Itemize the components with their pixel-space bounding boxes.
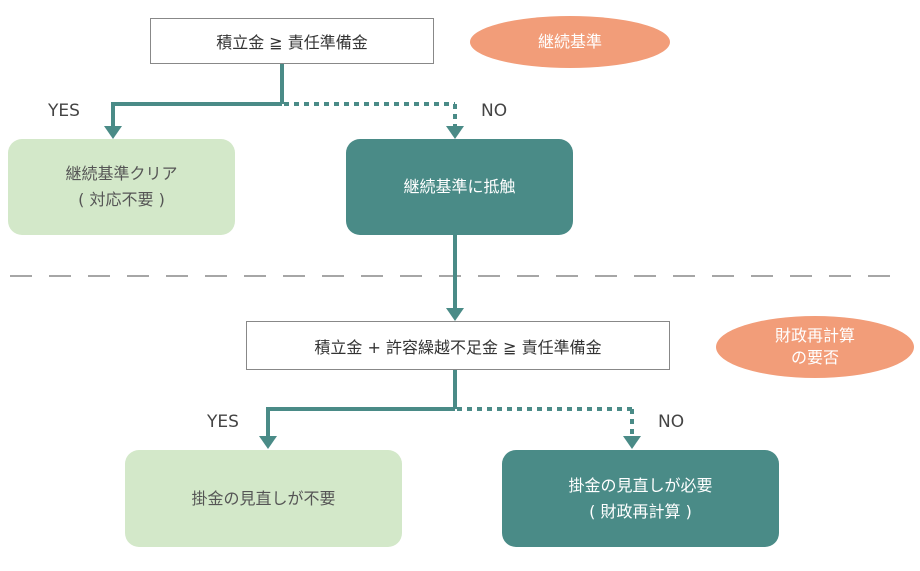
yes-label-2: YES [207, 412, 239, 432]
yes-label-1: YES [48, 101, 80, 121]
result-2-no-line-2: ( 財政再計算 ) [589, 501, 692, 521]
tag-text-2-line-2: の要否 [790, 348, 839, 367]
arrowhead-1-no [446, 126, 464, 139]
result-1-no-text: 継続基準に抵触 [403, 177, 516, 196]
result-box-2-no: 掛金の見直しが必要 ( 財政再計算 ) [502, 450, 779, 547]
arrowhead-2-no [623, 436, 641, 449]
tag-pill-2: 財政再計算 の要否 [716, 316, 914, 378]
condition-box-1: 積立金 ≧ 責任準備金 [150, 18, 434, 64]
result-2-no-line-1: 掛金の見直しが必要 [568, 475, 713, 495]
tag-pill-1: 継続基準 [470, 16, 670, 68]
result-box-1-yes: 継続基準クリア ( 対応不要 ) [8, 139, 235, 235]
arrowhead-2-yes [259, 436, 277, 449]
condition-text-2: 積立金 + 許容繰越不足金 ≧ 責任準備金 [314, 337, 602, 357]
result-box-2-yes: 掛金の見直しが不要 [125, 450, 402, 547]
result-1-yes-line-2: ( 対応不要 ) [78, 190, 165, 209]
arrowhead-1-yes [104, 126, 122, 139]
arrowhead-between [446, 308, 464, 321]
tag-text-1: 継続基準 [537, 32, 602, 51]
result-1-yes-line-1: 継続基準クリア [65, 164, 178, 183]
no-label-2: NO [658, 412, 685, 432]
condition-text-1: 積立金 ≧ 責任準備金 [216, 33, 368, 52]
no-label-1: NO [481, 101, 508, 121]
result-2-yes-text: 掛金の見直しが不要 [191, 488, 336, 508]
tag-text-2-line-1: 財政再計算 [774, 326, 855, 345]
result-box-1-no: 継続基準に抵触 [346, 139, 573, 235]
condition-box-2: 積立金 + 許容繰越不足金 ≧ 責任準備金 [246, 321, 670, 370]
